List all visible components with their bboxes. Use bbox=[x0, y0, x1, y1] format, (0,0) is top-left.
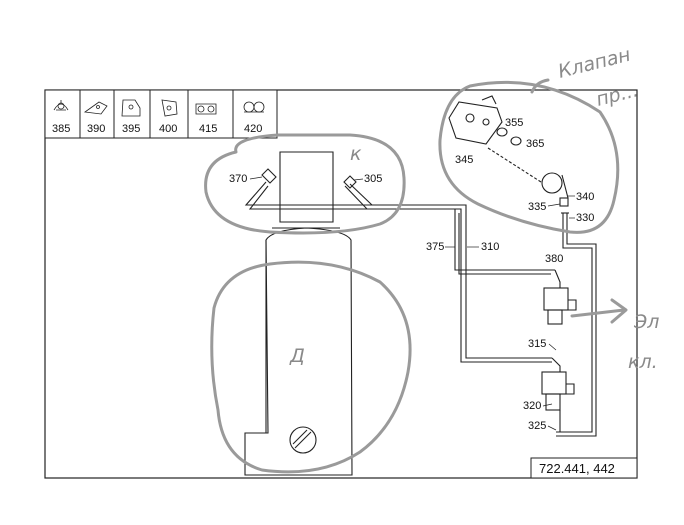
pressure-valve bbox=[448, 95, 569, 207]
legend-part-390: 390 bbox=[87, 123, 105, 135]
mount-plate-icon bbox=[121, 99, 141, 117]
circle-valve bbox=[438, 80, 620, 234]
callout-370: 370 bbox=[229, 173, 247, 185]
callout-310: 310 bbox=[481, 241, 499, 253]
upper-solenoid bbox=[543, 269, 577, 325]
note-solenoid-line1: Эл bbox=[633, 311, 659, 333]
circle-tank-body bbox=[210, 260, 412, 474]
arrow-to-solenoid bbox=[570, 298, 628, 324]
callout-380: 380 bbox=[545, 253, 563, 265]
diagram-number-box bbox=[530, 457, 638, 479]
callout-335: 335 bbox=[528, 201, 546, 213]
plate-icon bbox=[161, 99, 178, 117]
legend-part-385: 385 bbox=[52, 123, 70, 135]
note-solenoid-line2: кл. bbox=[628, 351, 658, 373]
note-letter-k: к bbox=[350, 143, 362, 165]
circle-tank-top bbox=[204, 133, 406, 235]
callout-330: 330 bbox=[576, 212, 594, 224]
callout-320: 320 bbox=[523, 400, 541, 412]
diagram-frame bbox=[44, 89, 638, 479]
legend-part-420: 420 bbox=[244, 123, 262, 135]
legend-part-395: 395 bbox=[122, 123, 140, 135]
callout-375: 375 bbox=[426, 241, 444, 253]
note-valve-line1: Клапан bbox=[556, 44, 633, 83]
bracket-icon bbox=[83, 101, 108, 115]
legend-strip: 385 390 395 400 415 420 bbox=[44, 89, 278, 139]
callout-325: 325 bbox=[528, 420, 546, 432]
callouts: 370 305 345 355 365 340 335 330 375 310 … bbox=[229, 117, 594, 432]
callout-340: 340 bbox=[576, 191, 594, 203]
double-clip-icon bbox=[195, 103, 217, 115]
tank bbox=[244, 151, 353, 476]
lower-solenoid bbox=[541, 357, 575, 432]
tank-cap bbox=[289, 426, 317, 454]
callout-365: 365 bbox=[526, 138, 544, 150]
pipe-lines bbox=[454, 204, 597, 437]
callout-345: 345 bbox=[455, 154, 473, 166]
tank-fittings bbox=[244, 168, 459, 210]
bracket-stroke bbox=[530, 78, 550, 94]
callout-315: 315 bbox=[528, 338, 546, 350]
diagram-number: 722.441, 442 bbox=[539, 461, 615, 476]
legend-part-415: 415 bbox=[199, 123, 217, 135]
callout-355: 355 bbox=[505, 117, 523, 129]
callout-305: 305 bbox=[364, 173, 382, 185]
hose-clip-icon bbox=[243, 101, 265, 113]
note-valve-line2: пр... bbox=[594, 79, 641, 111]
note-letter-d: Д bbox=[289, 345, 305, 367]
clip-icon bbox=[53, 100, 69, 111]
legend-part-400: 400 bbox=[159, 123, 177, 135]
